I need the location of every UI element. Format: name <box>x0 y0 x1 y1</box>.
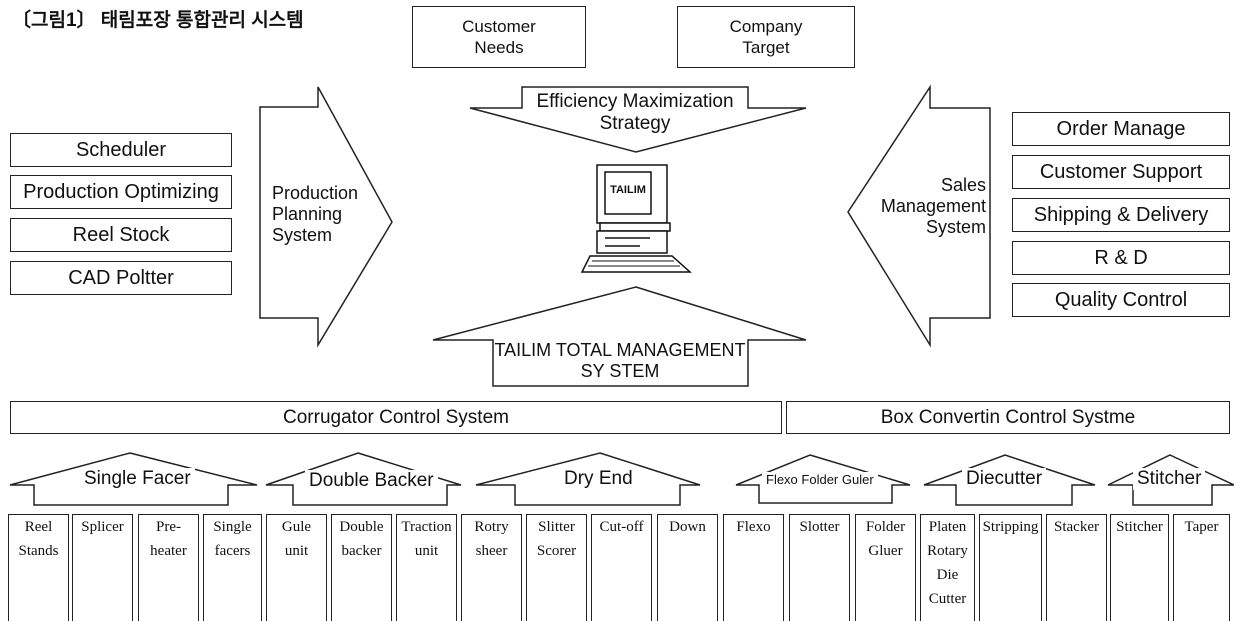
unit-reel-stands: Reel Stands <box>8 514 69 621</box>
unit-stitcher: Stitcher <box>1110 514 1169 621</box>
module-rnd: R & D <box>1012 241 1230 275</box>
unit-platen-rotary-die-cutter: Platen Rotary Die Cutter <box>920 514 975 621</box>
module-shipping-delivery-label: Shipping & Delivery <box>1033 203 1209 226</box>
unit-stacker: Stacker <box>1046 514 1107 621</box>
total-arrow-label: TAILIM TOTAL MANAGEMENT SY STEM <box>494 340 746 382</box>
unit-single-facers: Single facers <box>203 514 262 621</box>
box-convertin-control-system: Box Convertin Control Systme <box>786 401 1230 434</box>
unit-folder-gluer: Folder Gluer <box>855 514 916 621</box>
module-scheduler: Scheduler <box>10 133 232 167</box>
unit-rotry-sheer: Rotry sheer <box>461 514 522 621</box>
module-cad-poltter-label: CAD Poltter <box>68 266 174 289</box>
module-reel-stock-label: Reel Stock <box>72 223 170 246</box>
sales-arrow-shape <box>847 84 991 348</box>
total-arrow-shape <box>432 286 807 387</box>
group-dry-end: Dry End <box>560 468 637 491</box>
module-customer-support: Customer Support <box>1012 155 1230 189</box>
box-convertin-control-label: Box Convertin Control Systme <box>880 406 1136 428</box>
strategy-arrow-label: Efficiency Maximization Strategy <box>536 91 734 135</box>
corrugator-control-system: Corrugator Control System <box>10 401 782 434</box>
unit-slotter: Slotter <box>789 514 850 621</box>
customer-needs-box: Customer Needs <box>412 6 586 68</box>
corrugator-control-label: Corrugator Control System <box>283 406 509 428</box>
group-single-facer: Single Facer <box>80 468 195 491</box>
figure-title: 〔그림1〕 태림포장 통합관리 시스템 <box>12 10 304 31</box>
module-quality-control: Quality Control <box>1012 283 1230 317</box>
module-scheduler-label: Scheduler <box>75 138 167 161</box>
strategy-arrow-shape <box>469 86 807 153</box>
group-double-backer: Double Backer <box>305 470 438 493</box>
production-arrow-shape <box>259 86 393 348</box>
unit-splicer: Splicer <box>72 514 133 621</box>
group-flexo-folder-guler: Flexo Folder Guler <box>762 472 878 488</box>
unit-cut-off: Cut-off <box>591 514 652 621</box>
unit-taper: Taper <box>1173 514 1230 621</box>
module-rnd-label: R & D <box>1094 246 1148 269</box>
module-customer-support-label: Customer Support <box>1039 160 1203 183</box>
module-order-manage: Order Manage <box>1012 112 1230 146</box>
computer-icon <box>580 164 692 273</box>
unit-pre-heater: Pre- heater <box>138 514 199 621</box>
group-stitcher: Stitcher <box>1133 468 1206 491</box>
module-production-optimizing-label: Production Optimizing <box>23 180 219 203</box>
computer-screen-label: TAILIM <box>610 184 646 196</box>
group-diecutter: Diecutter <box>962 468 1047 491</box>
unit-slitter-scorer: Slitter Scorer <box>526 514 587 621</box>
company-target-label: Company Target <box>729 16 803 57</box>
unit-gule-unit: Gule unit <box>266 514 327 621</box>
company-target-box: Company Target <box>677 6 855 68</box>
module-quality-control-label: Quality Control <box>1054 288 1188 311</box>
module-shipping-delivery: Shipping & Delivery <box>1012 198 1230 232</box>
module-production-optimizing: Production Optimizing <box>10 175 232 209</box>
customer-needs-label: Customer Needs <box>462 16 536 57</box>
module-reel-stock: Reel Stock <box>10 218 232 252</box>
production-arrow-label: Production Planning System <box>272 183 359 246</box>
unit-stripping: Stripping <box>979 514 1042 621</box>
module-order-manage-label: Order Manage <box>1056 117 1186 140</box>
unit-down: Down <box>657 514 718 621</box>
unit-flexo: Flexo <box>723 514 784 621</box>
unit-double-backer: Double backer <box>331 514 392 621</box>
unit-traction-unit: Traction unit <box>396 514 457 621</box>
sales-arrow-label: Sales Management System <box>880 175 986 238</box>
module-cad-poltter: CAD Poltter <box>10 261 232 295</box>
